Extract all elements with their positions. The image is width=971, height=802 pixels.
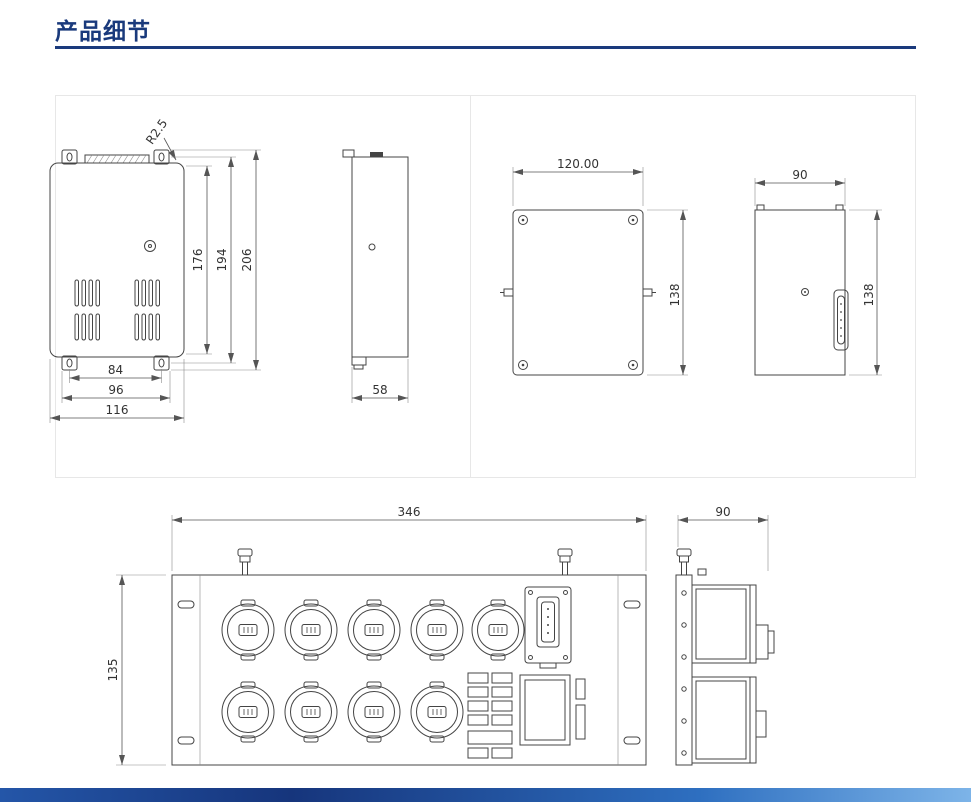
upper-drawings-section	[55, 95, 916, 478]
enclosure-side-body	[342, 149, 409, 370]
page-title: 产品细节	[55, 18, 151, 44]
thumb-screw-side	[676, 548, 692, 576]
dim-label-height: 138	[862, 284, 876, 307]
dsub-connector	[833, 289, 849, 351]
dim-label-width-inner: 84	[108, 363, 123, 377]
unit-side-body	[754, 204, 849, 376]
dim-label-depth: 90	[792, 168, 807, 182]
unit-front-view: 120.00 138	[500, 157, 688, 376]
dim-label-width-mid: 96	[108, 383, 123, 397]
unit-side-view: 90 138	[754, 168, 882, 376]
footer-gradient-bar	[0, 788, 971, 802]
dim-label-width: 120.00	[557, 157, 599, 171]
dim-label-width-overall: 116	[106, 403, 129, 417]
dim-label-height: 138	[668, 284, 682, 307]
dim-label-height-overall: 206	[240, 249, 254, 272]
panel-module	[524, 586, 572, 669]
enclosure-front-view: R2.5 176 194 206 84 96 116	[49, 116, 261, 423]
enclosure-side-view: 58	[342, 149, 409, 403]
dim-label-depth: 58	[372, 383, 387, 397]
thumb-screw-left	[237, 548, 253, 576]
panel-front-body	[171, 548, 647, 766]
unit-side-dimensions: 90 138	[754, 168, 882, 376]
section-divider-vertical	[470, 96, 471, 477]
dim-label-width: 346	[398, 505, 421, 519]
panel-front-view: 346 135	[106, 505, 647, 766]
circular-connectors-top-row	[221, 599, 525, 661]
dim-label-height: 135	[106, 659, 120, 682]
panel-side-view: 90	[675, 505, 775, 766]
enclosure-side-dimensions: 58	[351, 359, 409, 403]
vent-slots	[74, 279, 160, 341]
terminal-blocks	[467, 672, 513, 759]
indicator-circle	[144, 240, 156, 252]
title-underline	[55, 46, 916, 49]
dim-label-height-inner: 176	[191, 249, 205, 272]
dim-label-depth: 90	[715, 505, 730, 519]
thumb-screw-right	[557, 548, 573, 576]
panel-front-dimensions: 346 135	[106, 505, 647, 766]
panel-side-dimensions: 90	[677, 505, 769, 571]
display-window	[519, 674, 571, 746]
unit-front-dimensions: 120.00 138	[512, 157, 688, 376]
panel-side-body	[675, 548, 775, 766]
circular-connectors-bottom-row	[221, 681, 464, 743]
enclosure-front-dimensions: R2.5 176 194 206 84 96 116	[49, 116, 261, 423]
enclosure-front-body	[49, 149, 185, 371]
unit-front-body	[500, 209, 656, 376]
dim-label-height-mid: 194	[215, 249, 229, 272]
